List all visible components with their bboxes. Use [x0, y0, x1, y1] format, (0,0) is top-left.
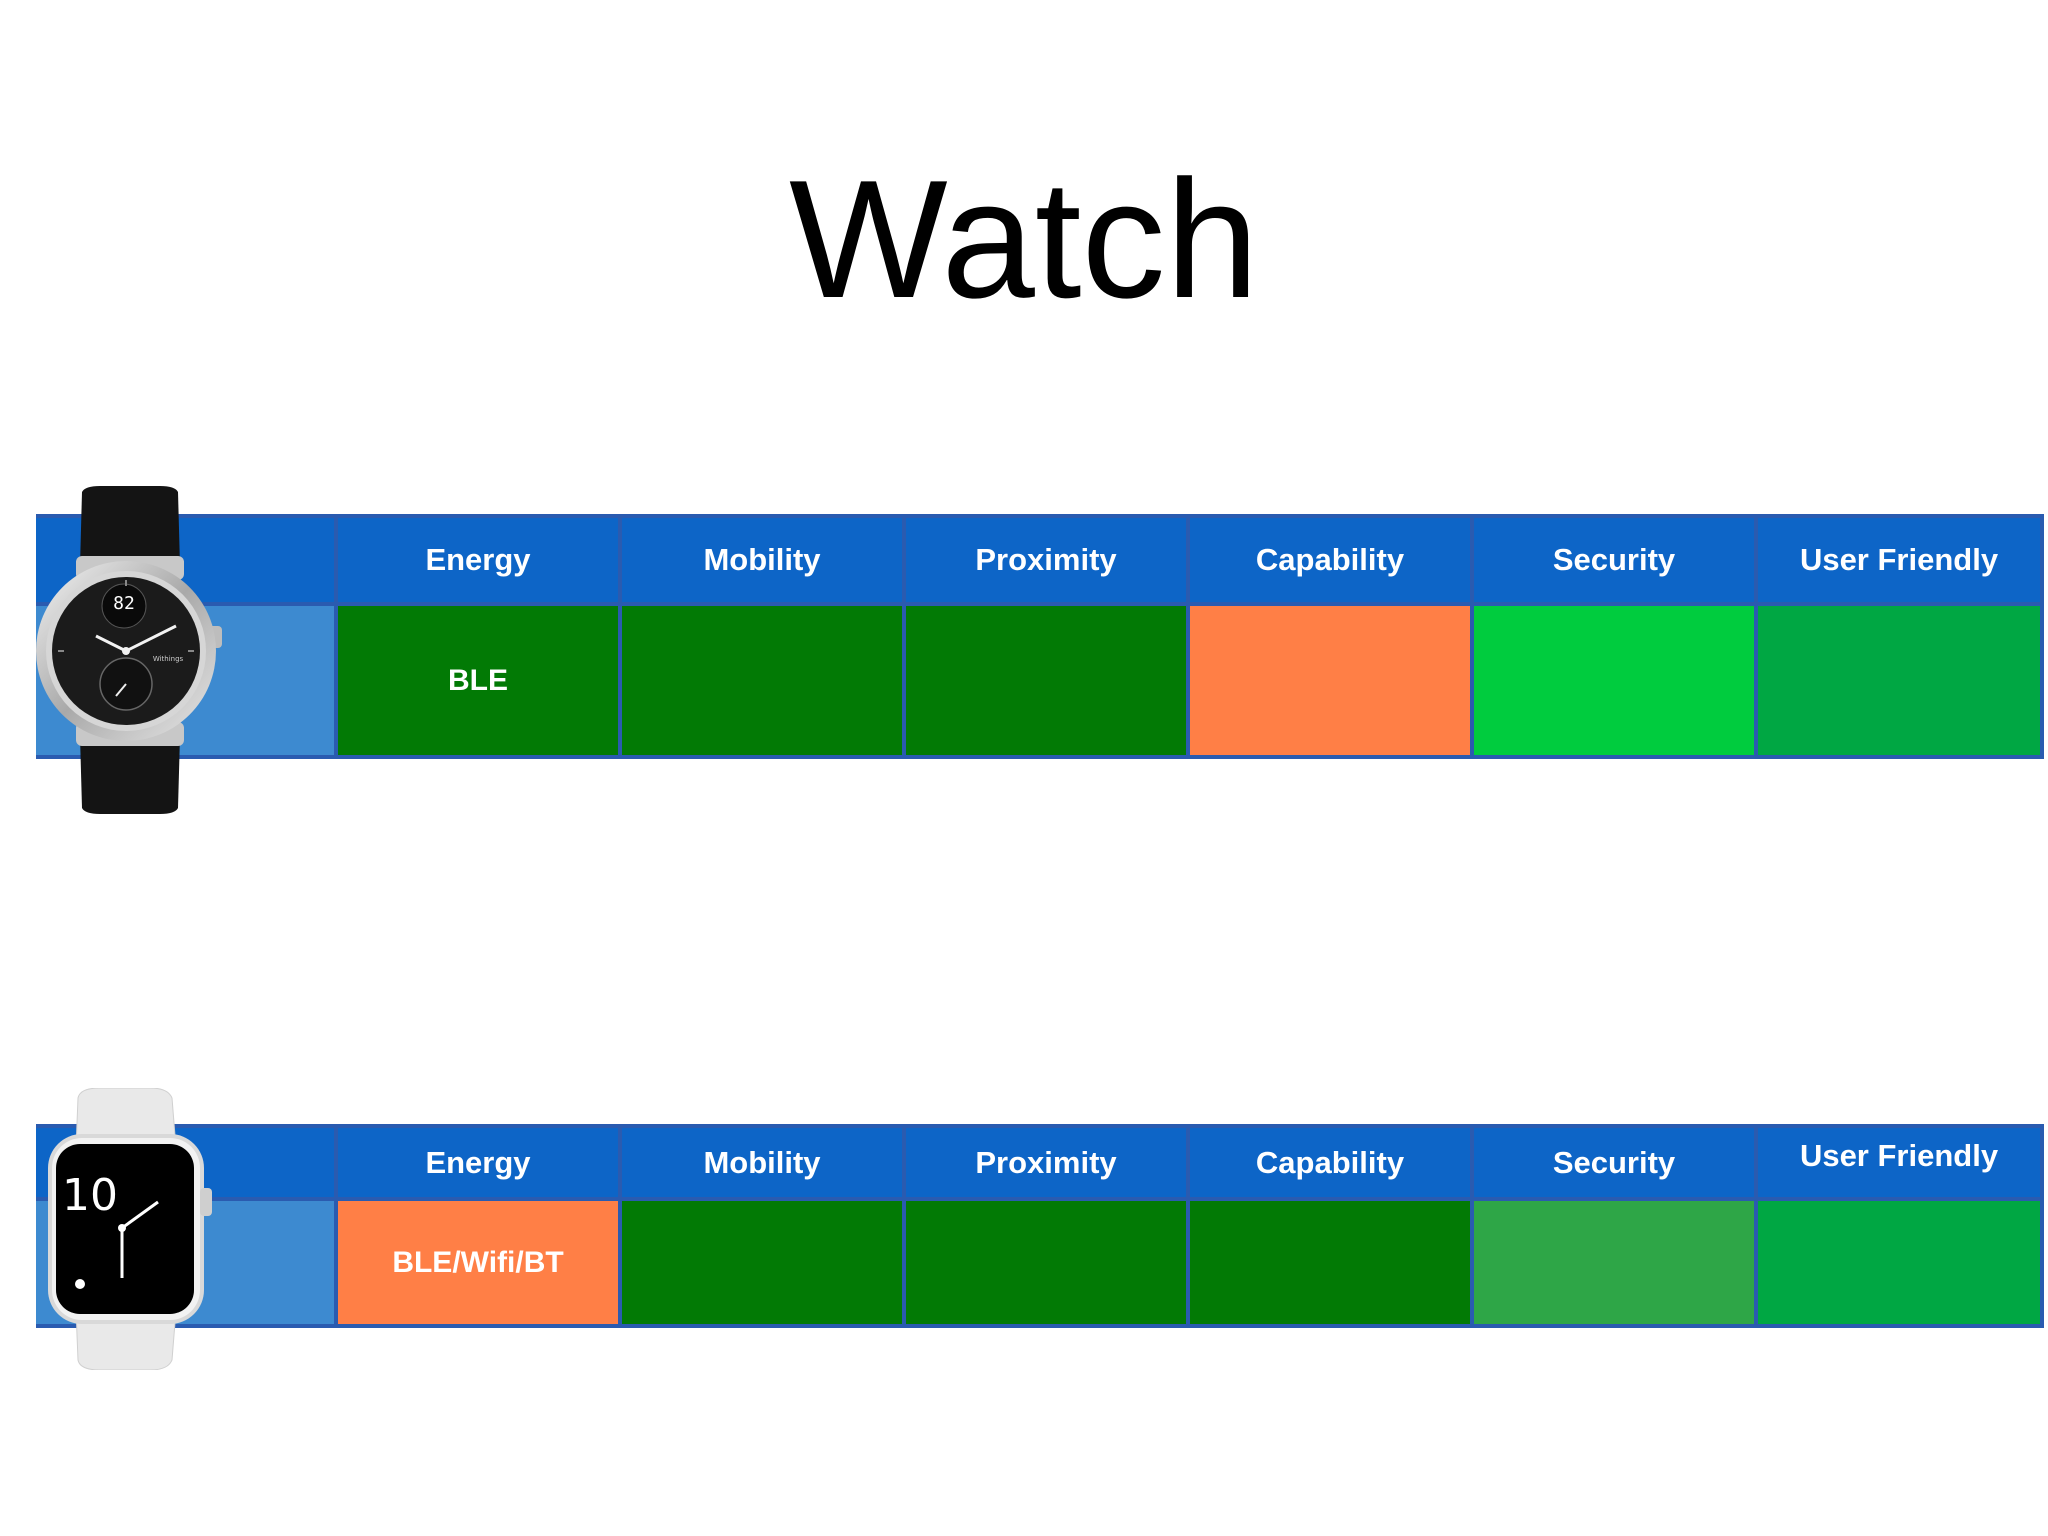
watch-face-number: 82 [113, 593, 135, 614]
analog-watch-icon: 82 Withings [30, 486, 230, 816]
rating-proximity [906, 1201, 1186, 1324]
header-proximity: Proximity [906, 1128, 1186, 1197]
rating-user-friendly [1758, 1201, 2040, 1324]
header-capability: Capability [1190, 1128, 1470, 1197]
header-row: Energy Mobility Proximity Capability Sec… [36, 1124, 2044, 1197]
rating-energy: BLE/Wifi/BT [338, 1201, 618, 1324]
rating-capability [1190, 606, 1470, 755]
comparison-table-apple-watch: Energy Mobility Proximity Capability Sec… [36, 1124, 2044, 1328]
header-security: Security [1474, 518, 1754, 602]
comparison-table-withings: Energy Mobility Proximity Capability Sec… [36, 514, 2044, 759]
rating-capability [1190, 1201, 1470, 1324]
header-capability: Capability [1190, 518, 1470, 602]
rating-security [1474, 1201, 1754, 1324]
header-mobility: Mobility [622, 518, 902, 602]
header-mobility: Mobility [622, 1128, 902, 1197]
smartwatch-icon: 10 [40, 1087, 220, 1371]
rating-proximity [906, 606, 1186, 755]
rating-security [1474, 606, 1754, 755]
values-row: BLE [36, 606, 2044, 755]
header-row: Energy Mobility Proximity Capability Sec… [36, 514, 2044, 602]
header-proximity: Proximity [906, 518, 1186, 602]
header-user-friendly: User Friendly [1758, 518, 2040, 602]
header-security: Security [1474, 1128, 1754, 1197]
rating-user-friendly [1758, 606, 2040, 755]
values-row: BLE/Wifi/BT [36, 1201, 2044, 1324]
watch-face-number: 10 [62, 1170, 118, 1221]
header-energy: Energy [338, 1128, 618, 1197]
header-user-friendly: User Friendly [1758, 1128, 2040, 1197]
header-energy: Energy [338, 518, 618, 602]
rating-mobility [622, 606, 902, 755]
rating-energy: BLE [338, 606, 618, 755]
rating-mobility [622, 1201, 902, 1324]
svg-text:Withings: Withings [153, 655, 184, 663]
page-title: Watch [789, 145, 1259, 333]
